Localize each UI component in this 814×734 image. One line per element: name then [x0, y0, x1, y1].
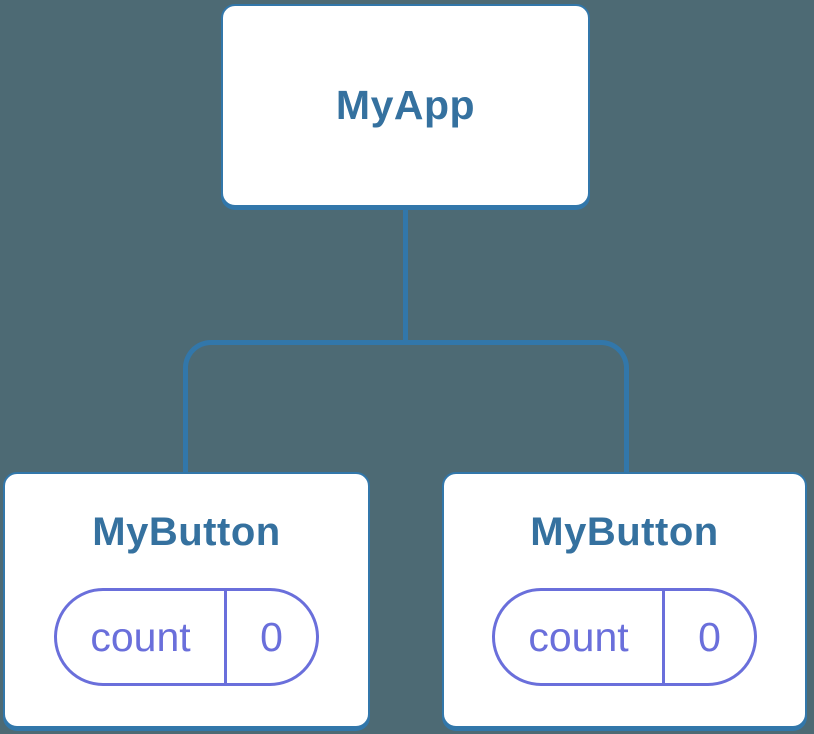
- state-value: 0: [260, 613, 283, 660]
- state-value: 0: [698, 613, 721, 660]
- node-myapp: MyApp: [221, 4, 590, 207]
- node-mybutton-left: MyButton count 0: [3, 472, 370, 728]
- state-pill-left: count 0: [54, 588, 319, 686]
- node-mybutton-right-label: MyButton: [530, 510, 719, 554]
- state-key-label: count: [495, 591, 665, 683]
- node-myapp-label: MyApp: [335, 82, 476, 128]
- node-mybutton-left-label: MyButton: [92, 510, 281, 554]
- connector-children-bracket: [183, 340, 629, 472]
- state-key-label: count: [57, 591, 227, 683]
- connector-parent-stem: [403, 206, 408, 345]
- node-mybutton-right: MyButton count 0: [442, 472, 807, 728]
- state-pill-right: count 0: [492, 588, 757, 686]
